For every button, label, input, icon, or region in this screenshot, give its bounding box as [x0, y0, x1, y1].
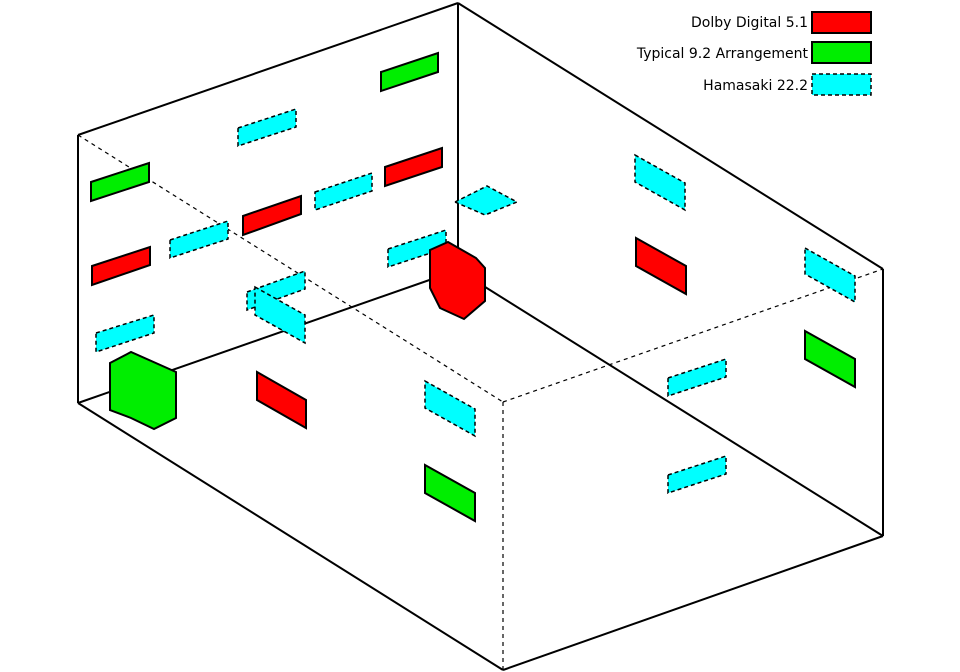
- room-hidden-edges: [77, 134, 884, 670]
- hamasaki-speaker: [667, 357, 727, 398]
- hamasaki-speaker: [169, 219, 229, 260]
- dolby-subwoofer: [429, 240, 486, 321]
- legend-swatch-dolby: [811, 11, 872, 34]
- room-edges: [77, 2, 884, 671]
- hamasaki-speaker: [95, 313, 155, 354]
- hamasaki-speaker: [634, 153, 686, 212]
- legend-item-typical: Typical 9.2 Arrangement: [636, 41, 872, 64]
- legend-label-typical: Typical 9.2 Arrangement: [636, 46, 809, 62]
- dolby-speaker: [242, 194, 302, 237]
- legend-swatch-hamasaki: [811, 73, 872, 96]
- edge-floor-right: [457, 269, 884, 537]
- edge-back-top: [77, 2, 459, 136]
- hamasaki-speaker: [314, 171, 373, 212]
- dolby-speakers: [91, 146, 687, 430]
- hamasaki-speaker: [667, 454, 727, 495]
- legend-item-hamasaki: Hamasaki 22.2: [703, 73, 872, 96]
- typical-speakers: [90, 51, 856, 523]
- hamasaki-speaker: [237, 107, 297, 148]
- dolby-speaker: [256, 370, 307, 430]
- legend-swatch-typical: [811, 41, 872, 64]
- typical-speaker: [380, 51, 439, 93]
- typical-speaker: [804, 329, 856, 389]
- legend-item-dolby: Dolby Digital 5.1: [691, 11, 872, 34]
- hamasaki-speaker: [453, 185, 519, 216]
- hamasaki-speaker: [424, 379, 476, 438]
- dolby-speaker: [384, 146, 443, 188]
- typical-speaker: [90, 161, 150, 203]
- edge-top-right: [457, 2, 884, 270]
- legend: Dolby Digital 5.1 Typical 9.2 Arrangemen…: [636, 11, 872, 96]
- hidden-edge-top-right: [502, 268, 884, 403]
- hamasaki-speaker: [254, 285, 306, 345]
- edge-floor-front: [502, 535, 884, 671]
- legend-label-dolby: Dolby Digital 5.1: [691, 15, 808, 31]
- typical-subwoofer: [109, 350, 177, 431]
- legend-label-hamasaki: Hamasaki 22.2: [703, 78, 808, 94]
- dolby-speaker: [91, 245, 151, 287]
- hamasaki-speaker: [804, 246, 856, 304]
- hamasaki-speakers: [95, 107, 856, 495]
- typical-speaker: [424, 463, 476, 523]
- edge-floor-left: [77, 402, 504, 671]
- dolby-speaker: [635, 236, 687, 296]
